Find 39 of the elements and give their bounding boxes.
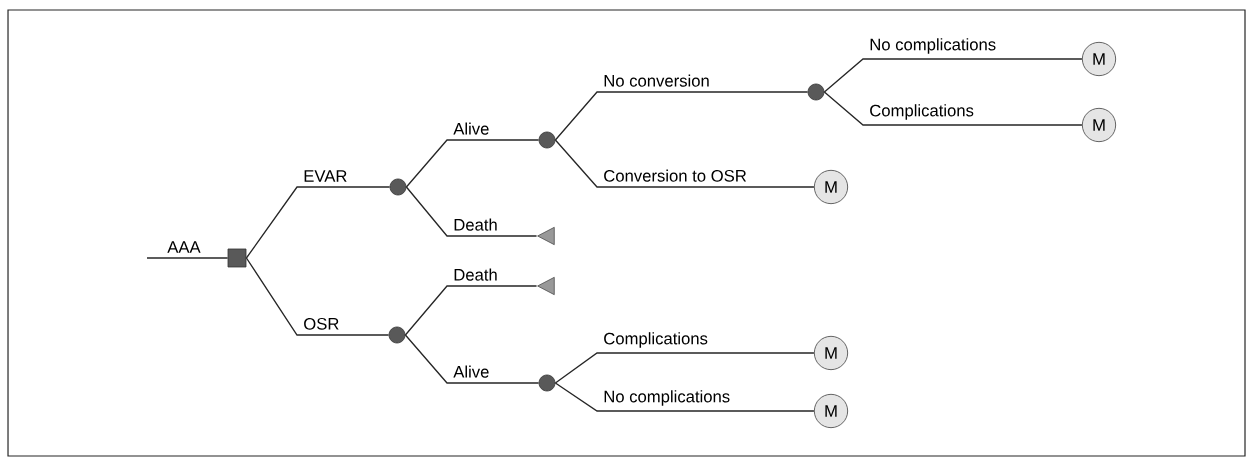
markov-node: M: [813, 169, 849, 205]
terminal-triangle: [537, 226, 555, 246]
branch-line: [404, 334, 540, 384]
chance-circle: [538, 374, 556, 392]
edge-label: Alive: [451, 120, 492, 137]
edge-label: EVAR: [301, 168, 350, 184]
branch-line: [146, 257, 229, 259]
branch-line: [554, 139, 815, 188]
branch-line: [554, 382, 815, 412]
edge-label: OSR: [301, 315, 342, 332]
edge-label: Complications: [601, 330, 710, 350]
markov-node: M: [813, 393, 849, 429]
branch-line: [554, 352, 815, 384]
branch-line: [245, 257, 390, 336]
branch-line: [404, 285, 538, 336]
edge-label: Death: [451, 216, 500, 233]
edge-label: No conversion: [601, 72, 712, 89]
edge-label: Alive: [451, 363, 492, 380]
edge-label: AAA: [165, 239, 203, 255]
edge-label: Death: [451, 266, 500, 283]
terminal-triangle: [537, 276, 555, 296]
markov-node: M: [813, 335, 849, 371]
branch-line: [245, 186, 391, 259]
markov-node: M: [1081, 41, 1117, 77]
edge-label: Conversion to OSR: [601, 167, 749, 184]
branch-line: [823, 58, 1083, 93]
edge-label: No complications: [867, 36, 999, 56]
chance-circle: [538, 131, 556, 149]
edge-label: Complications: [867, 102, 976, 122]
branch-line: [823, 91, 1083, 126]
chance-circle: [389, 178, 407, 196]
decision-square: [227, 248, 247, 268]
chance-circle: [388, 326, 406, 344]
chance-circle: [807, 83, 825, 101]
branch-line: [405, 139, 540, 188]
branch-line: [554, 91, 809, 141]
edge-label: No complications: [601, 388, 733, 408]
branch-line: [405, 186, 538, 237]
markov-node: M: [1081, 107, 1117, 143]
